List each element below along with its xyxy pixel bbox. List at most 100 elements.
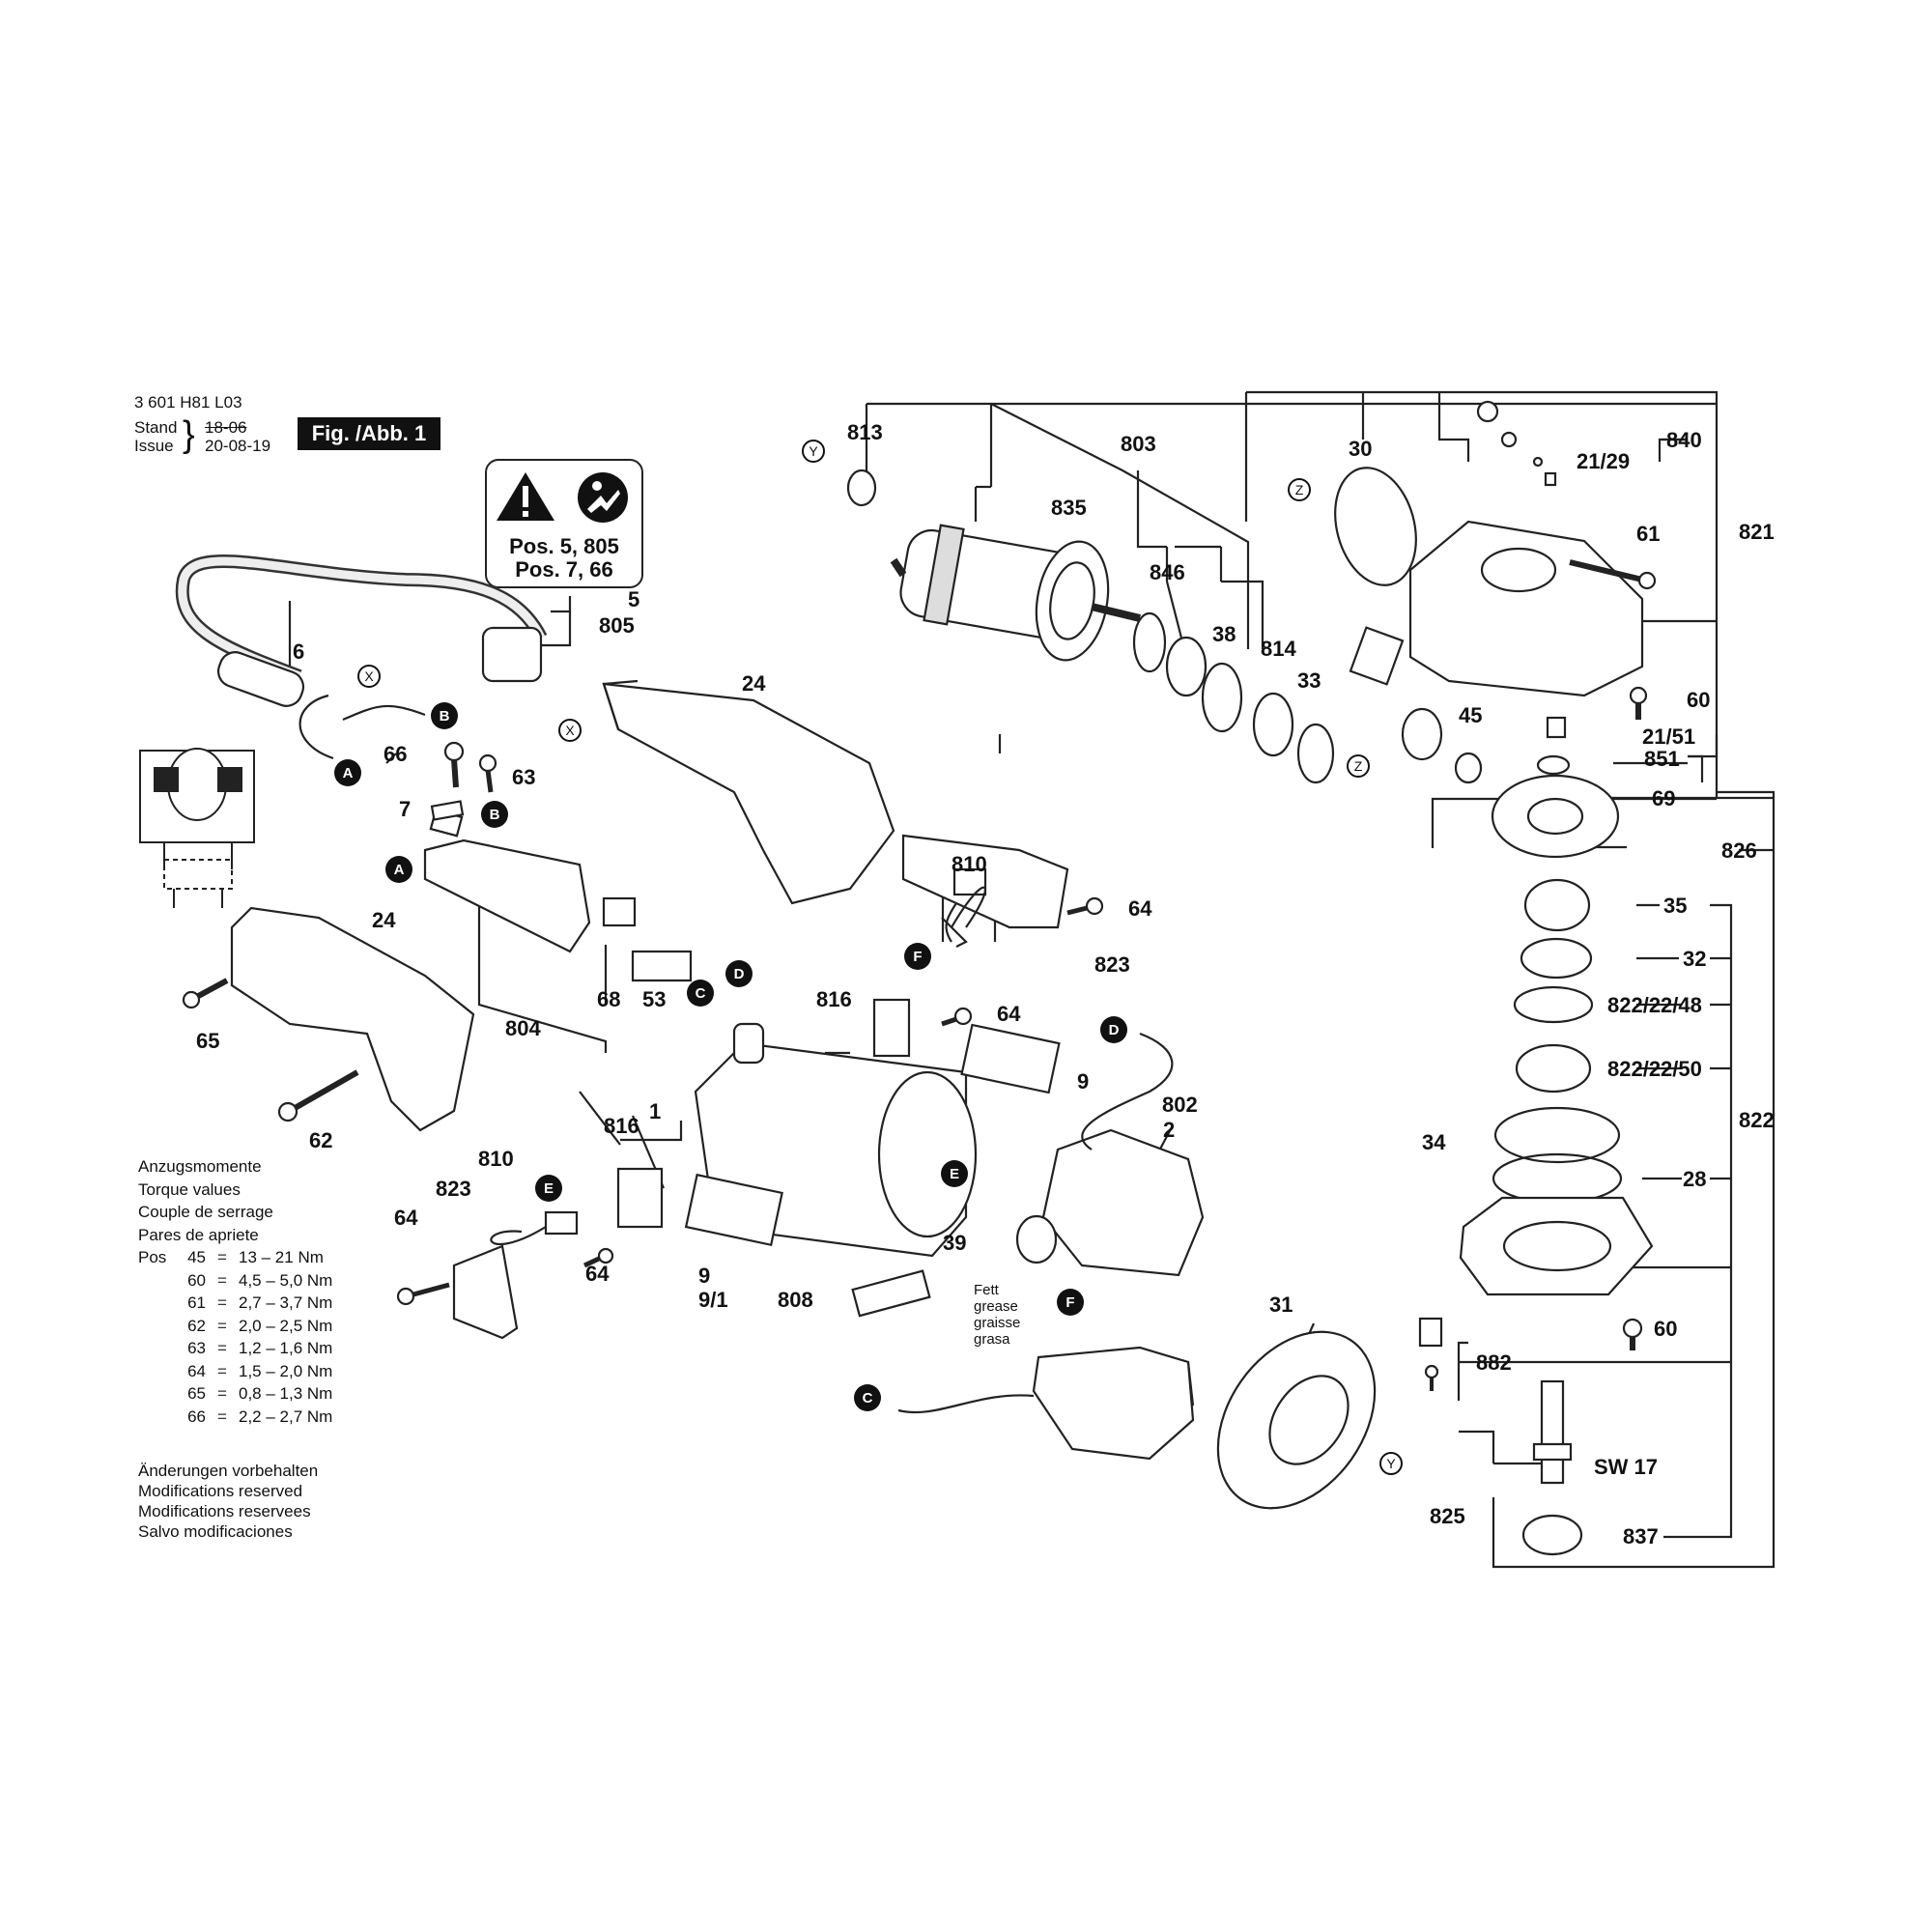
connector-a: A [385, 856, 412, 883]
screw-60-bottom [1622, 1318, 1643, 1350]
connector-f: F [904, 943, 931, 970]
part-label: 38 [1212, 622, 1236, 646]
part-label: 802 [1162, 1093, 1198, 1117]
svg-text:X: X [364, 668, 374, 684]
part-label: 851 [1644, 747, 1680, 771]
handle-upper [602, 682, 895, 905]
part-label: 28 [1683, 1167, 1706, 1191]
field-coil-lower [1032, 1346, 1195, 1461]
part-label: 9 [698, 1264, 710, 1288]
torque-pos: 60 [187, 1270, 206, 1290]
svg-text:graisse: graisse [974, 1315, 1020, 1331]
torque-eq: = [217, 1316, 227, 1335]
svg-text:Y: Y [1386, 1456, 1396, 1471]
screw-64-mid [941, 1007, 973, 1027]
part-68 [602, 896, 637, 927]
part-label: 882 [1476, 1350, 1512, 1375]
svg-text:E: E [544, 1180, 554, 1197]
leader-lines [288, 390, 1776, 1569]
flange-837 [1521, 1514, 1583, 1556]
screw-64-left [396, 1282, 450, 1306]
part-label: 64 [394, 1206, 418, 1230]
part-label: 835 [1051, 496, 1087, 520]
part-label: 5 [628, 587, 639, 611]
svg-text:Y: Y [809, 443, 818, 459]
torque-value: 1,5 – 2,0 Nm [239, 1361, 333, 1380]
part-label: 808 [778, 1288, 813, 1312]
connector-z: Z [1347, 754, 1370, 778]
connector-d: D [1100, 1016, 1127, 1043]
part-label: 7 [399, 797, 411, 821]
connector-z: Z [1288, 478, 1311, 501]
stand-date-new: 20-08-19 [205, 437, 271, 455]
torque-pos: 63 [187, 1339, 206, 1357]
torque-row: Pos 45 = 13 – 21 Nm [138, 1246, 332, 1269]
part-label: 39 [943, 1231, 966, 1255]
grease-note: Fett grease graisse grasa [974, 1282, 1020, 1348]
torque-value: 13 – 21 Nm [239, 1248, 324, 1266]
part-label: 53 [642, 987, 666, 1011]
plug [481, 626, 543, 683]
part-label: 810 [952, 852, 987, 876]
connector-e: E [535, 1175, 562, 1202]
screw-63 [478, 753, 497, 793]
part-label: 816 [604, 1114, 639, 1138]
torque-eq: = [217, 1384, 227, 1403]
bearing-813 [846, 469, 877, 507]
issue-label: Issue [134, 437, 174, 455]
bearing-39 [1015, 1214, 1058, 1264]
torque-value: 2,7 – 3,7 Nm [239, 1293, 333, 1312]
torque-title-es: Pares de apriete [138, 1225, 259, 1244]
connector-c: C [854, 1384, 881, 1411]
part-label: 803 [1121, 432, 1156, 456]
torque-value: 0,8 – 1,3 Nm [239, 1384, 333, 1403]
seal-32 [1520, 937, 1593, 980]
brush-holder-816-lower [616, 1167, 664, 1229]
part-label: 45 [1459, 703, 1482, 727]
nut-45 [1454, 752, 1483, 784]
part-label: 810 [478, 1147, 514, 1171]
connector-x: X [357, 665, 381, 688]
modifications-fr: Modifications reservees [138, 1502, 311, 1520]
connector-b: B [431, 702, 458, 729]
cover-823-lower [452, 1244, 519, 1340]
part-label: 69 [1652, 786, 1675, 810]
part-label: 805 [599, 613, 635, 638]
svg-text:A: A [394, 862, 405, 878]
ring-33 [1296, 723, 1335, 784]
torque-pos: 65 [187, 1384, 206, 1403]
torque-pos-label: Pos [138, 1248, 167, 1266]
part-label: 64 [997, 1002, 1021, 1026]
screw-60-top [1629, 686, 1648, 720]
wrench-size-label: SW 17 [1594, 1455, 1658, 1479]
part-label: 814 [1261, 637, 1296, 661]
screw-66 [443, 741, 465, 788]
torque-title-en: Torque values [138, 1179, 241, 1199]
part-label: 2 [1163, 1118, 1175, 1142]
torque-eq: = [217, 1361, 227, 1380]
part-label: 837 [1623, 1524, 1659, 1548]
plate-9-lower [684, 1173, 783, 1247]
torque-row: 62 = 2,0 – 2,5 Nm [138, 1315, 332, 1338]
brush-810-lower [544, 1210, 579, 1236]
torque-eq: = [217, 1293, 227, 1312]
torque-eq: = [217, 1248, 227, 1266]
part-label: 24 [372, 908, 396, 932]
svg-text:Fett: Fett [974, 1282, 1000, 1298]
screw-64-low [582, 1247, 614, 1268]
part-label: 6 [293, 639, 304, 664]
connector-y: Y [1379, 1452, 1403, 1475]
part-label: 64 [1128, 896, 1152, 921]
svg-text:C: C [696, 985, 706, 1002]
circlip-69 [1536, 754, 1571, 776]
svg-text:B: B [440, 708, 450, 724]
modifications-note: Änderungen vorbehalten Modifications res… [138, 1461, 318, 1542]
part-number: 3 601 H81 L03 [134, 393, 242, 412]
ring-822-22-48 [1513, 985, 1594, 1024]
svg-text:Z: Z [1295, 482, 1304, 497]
part-840 [1476, 400, 1557, 487]
plate-9-upper [960, 1023, 1061, 1094]
part-label: 64 [585, 1262, 610, 1286]
connector-a: A [334, 759, 361, 786]
